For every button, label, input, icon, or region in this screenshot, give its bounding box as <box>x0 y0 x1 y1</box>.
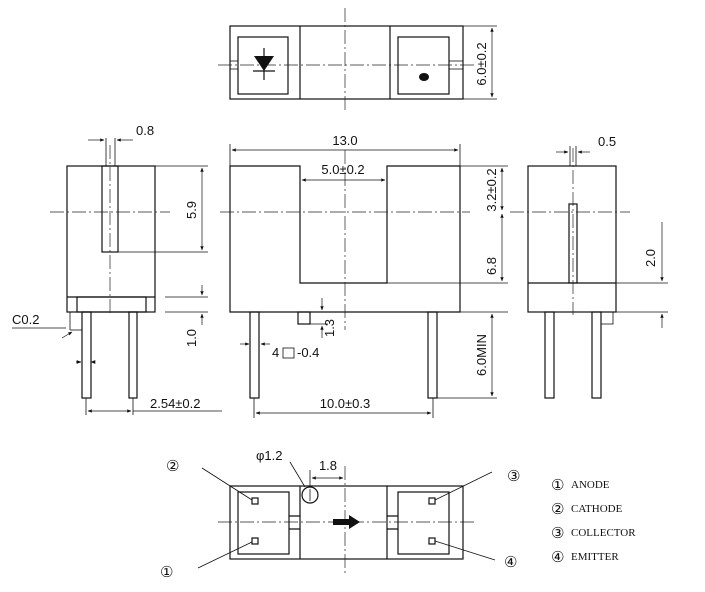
mounting-hole <box>301 486 319 504</box>
legend-num-1: ① <box>551 476 564 494</box>
front-pin-right <box>427 311 438 399</box>
bottom-body-outline <box>229 485 464 560</box>
dim-left-height: 5.9 <box>184 201 199 219</box>
legend-name-anode: ANODE <box>571 479 610 491</box>
top-body-outline <box>229 25 464 100</box>
callout-pin-2: ② <box>166 457 179 475</box>
dim-slot-width: 5.0±0.2 <box>321 162 364 177</box>
dim-boss: 1.3 <box>322 319 337 337</box>
dim-body-width: 13.0 <box>332 133 357 148</box>
legend-num-4: ④ <box>551 548 564 566</box>
pin-4-pad <box>428 537 436 545</box>
emitter-window <box>237 36 289 95</box>
left-body-outline <box>66 165 156 313</box>
dim-right-pin: 0.5 <box>598 134 616 149</box>
dim-pin-square: 4 <box>272 345 279 360</box>
dim-hole-diameter: φ1.2 <box>256 448 283 463</box>
legend-name-collector: COLLECTOR <box>571 527 636 539</box>
right-side-view: 0.5 2.0 <box>510 134 668 399</box>
callout-pin-4: ④ <box>504 553 517 571</box>
dim-top-height: 6.0±0.2 <box>474 42 489 85</box>
legend-name-emitter: EMITTER <box>571 551 619 563</box>
right-body-outline <box>527 165 617 313</box>
dim-standoff: 1.0 <box>184 329 199 347</box>
light-direction-arrow-icon <box>333 515 360 529</box>
dim-pitch-large: 10.0±0.3 <box>320 396 371 411</box>
pin-2-pad <box>251 497 259 505</box>
right-pin-a <box>544 311 555 399</box>
dim-slot-bottom: 3.2±0.2 <box>484 168 499 211</box>
left-pin-b <box>128 311 138 399</box>
legend-num-2: ② <box>551 500 564 518</box>
pin-3-pad <box>428 497 436 505</box>
led-diode-icon <box>253 48 275 80</box>
right-pin-b <box>591 311 602 399</box>
front-pin-left <box>249 311 260 399</box>
left-pin-a <box>81 311 92 399</box>
pin-legend: ① ANODE ② CATHODE ③ COLLECTOR ④ EMITTER <box>551 476 636 566</box>
pin-1-pad <box>251 537 259 545</box>
dim-pitch-small: 2.54±0.2 <box>150 396 201 411</box>
dim-pin-width: 0.8 <box>136 123 154 138</box>
dim-right-height: 2.0 <box>643 249 658 267</box>
dim-slot-depth: 6.8 <box>484 257 499 275</box>
dim-pin-square-value: -0.4 <box>297 345 319 360</box>
callout-pin-1: ① <box>160 563 173 581</box>
callout-pin-3: ③ <box>507 467 520 485</box>
dim-lead-length: 6.0MIN <box>474 334 489 376</box>
top-view: 6.0±0.2 <box>218 8 497 110</box>
left-side-view: 0.8 5.9 1.0 C0.2 2.54±0.2 <box>12 123 222 415</box>
dim-hole-offset: 1.8 <box>319 458 337 473</box>
dim-chamfer: C0.2 <box>12 312 39 327</box>
legend-name-cathode: CATHODE <box>571 503 623 515</box>
detector-window <box>397 36 450 95</box>
bottom-view: φ1.2 1.8 ② ① ③ ④ <box>160 448 520 581</box>
front-view: 13.0 5.0±0.2 3.2±0.2 6.8 6.0MIN 1.3 4 -0… <box>220 133 508 418</box>
legend-num-3: ③ <box>551 524 564 542</box>
phototransistor-dot-icon <box>419 73 429 81</box>
